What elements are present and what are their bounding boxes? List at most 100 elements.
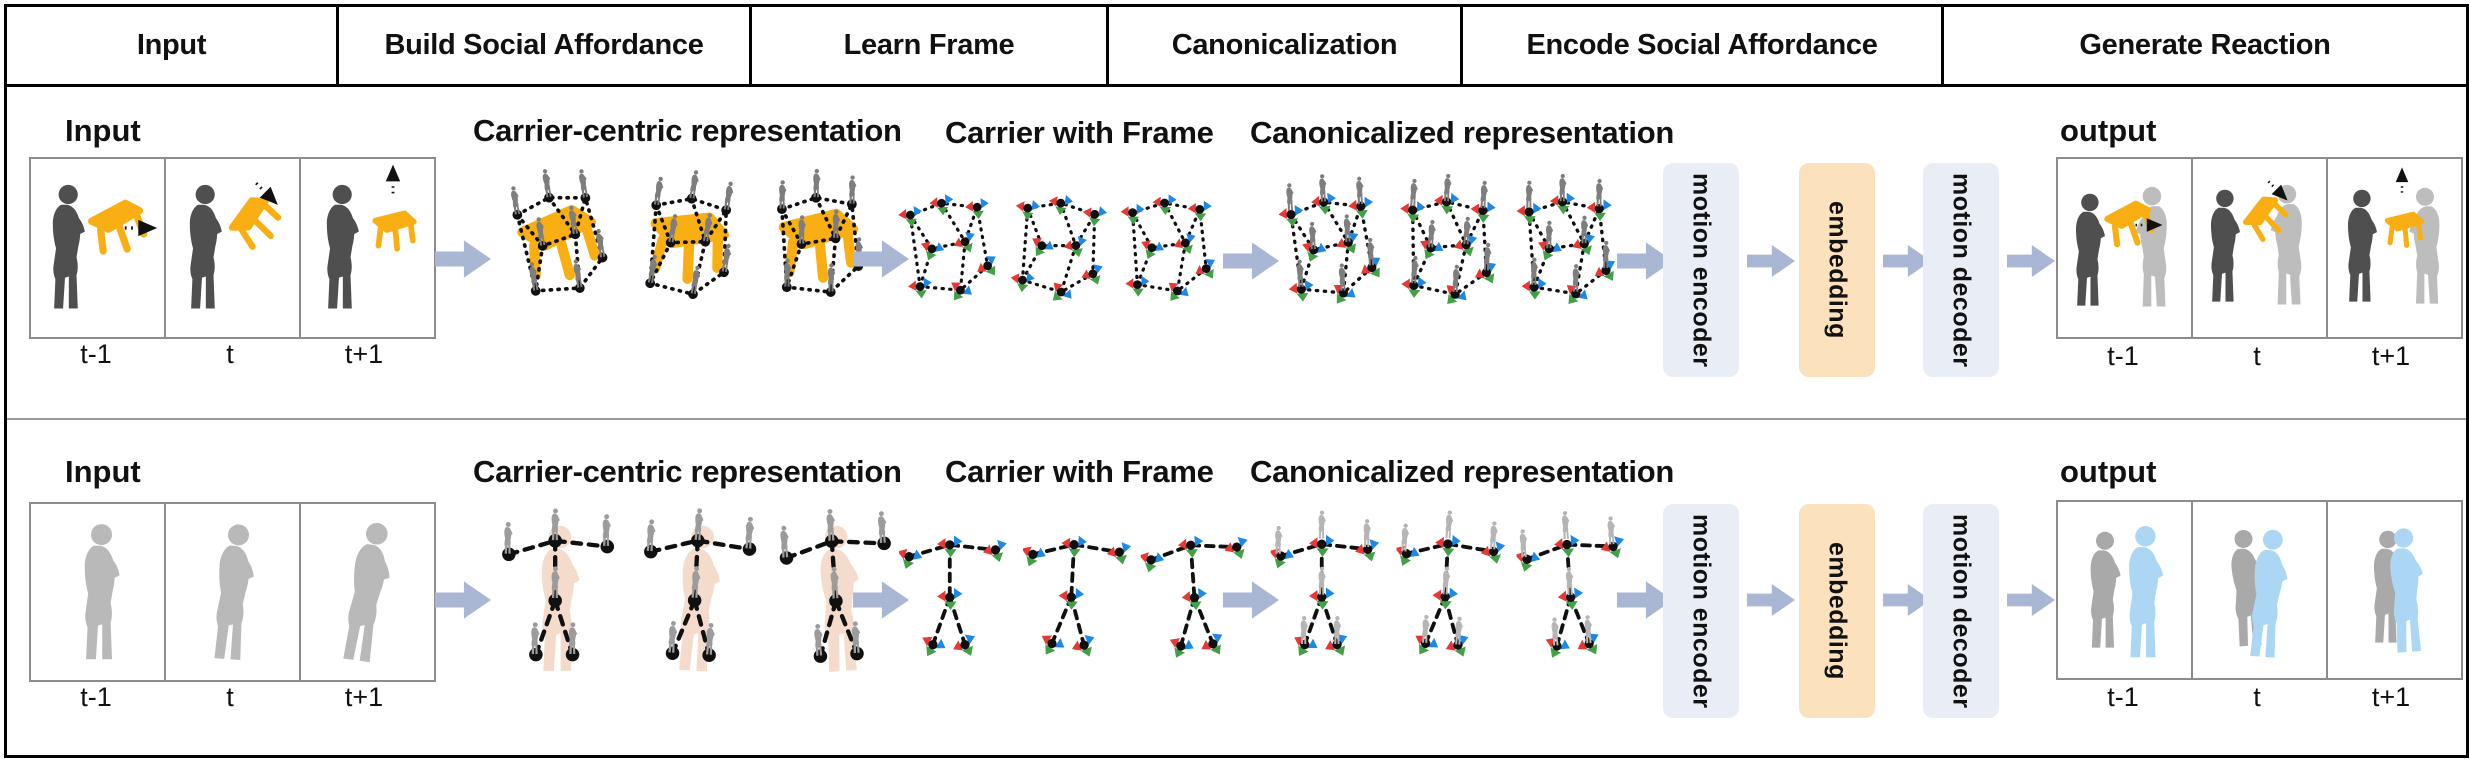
canonicalized-art (1273, 173, 1621, 311)
output-frames (2056, 157, 2463, 339)
row-divider (7, 418, 2466, 420)
canonical-net-icon (1387, 170, 1506, 314)
carrier-centric-title: Carrier-centric representation (473, 113, 902, 148)
carrier-frame-art (899, 516, 1253, 660)
motion-decoder-label: motion decoder (1947, 513, 1976, 709)
frame-net-icon (891, 184, 1003, 311)
output-frame-labels: t-1 t t+1 (2056, 682, 2459, 713)
skeleton-frame-icon (899, 516, 1009, 660)
frame-net-icon (1115, 187, 1219, 307)
carrier-net-icon (611, 155, 753, 321)
motion-decoder-label: motion decoder (1947, 172, 1976, 368)
output-frame-t-1 (2056, 157, 2193, 339)
stage-header-row: Input Build Social Affordance Learn Fram… (7, 7, 2466, 87)
skeleton-canonical-icon (1269, 510, 1383, 660)
canonicalized-title: Canonicalized representation (1250, 115, 1674, 150)
carrier-with-frame-title: Carrier with Frame (945, 115, 1214, 150)
reaction-pair-icon (2090, 526, 2164, 658)
output-frame-t (2191, 500, 2328, 680)
input-frame-labels: t-1 t t+1 (29, 339, 432, 370)
input-frame-t-1 (29, 157, 166, 339)
person-icon (341, 520, 397, 664)
input-label: Input (65, 454, 141, 489)
frame-label: t (2253, 341, 2261, 371)
reaction-scene-icon (2075, 186, 2167, 307)
person-icon (213, 523, 258, 661)
stage-header-encode-social-affordance: Encode Social Affordance (1463, 7, 1944, 84)
person-with-carrier-icon (189, 176, 299, 309)
reaction-scene-icon (2210, 175, 2302, 305)
frame-label: t (226, 339, 234, 369)
skeleton-pink-icon (497, 508, 623, 672)
embedding-label: embedding (1823, 201, 1852, 339)
output-frames (2056, 500, 2463, 680)
flow-arrow-icon (1747, 578, 1795, 622)
motion-encoder-label: motion encoder (1687, 172, 1716, 368)
stage-header-build-social-affordance: Build Social Affordance (339, 7, 752, 84)
output-frame-labels: t-1 t t+1 (2056, 341, 2459, 372)
embedding-box: embedding (1799, 504, 1875, 718)
carrier-centric-title: Carrier-centric representation (473, 454, 902, 489)
output-frame-t+1 (2326, 500, 2463, 680)
frame-label: t-1 (2107, 341, 2139, 371)
input-frame-t (164, 502, 301, 682)
flow-arrow-icon (435, 237, 491, 281)
motion-encoder-box: motion encoder (1663, 504, 1739, 718)
frame-label: t+1 (2371, 341, 2411, 371)
canonicalized-art (1269, 510, 1631, 660)
stage-header-generate-reaction: Generate Reaction (2079, 29, 2331, 61)
input-frames (29, 157, 436, 339)
frame-label: t+1 (344, 339, 384, 369)
stage-header-learn-frame: Learn Frame (752, 7, 1109, 84)
embedding-label: embedding (1823, 542, 1852, 680)
skeleton-pink-icon (633, 505, 767, 675)
output-label: output (2060, 113, 2157, 148)
canonical-net-icon (1509, 173, 1621, 311)
pipeline-content: Input (7, 87, 2466, 752)
carrier-centric-art (497, 508, 903, 672)
frame-net-icon (997, 180, 1117, 313)
frame-label: t-1 (80, 682, 112, 712)
frame-label: t-1 (2107, 682, 2139, 712)
output-frame-t-1 (2056, 500, 2193, 680)
pipeline-row-human: Input t-1 (7, 420, 2466, 752)
carrier-centric-art (491, 163, 873, 313)
input-frame-t+1 (299, 502, 436, 682)
motion-encoder-label: motion encoder (1687, 513, 1716, 709)
person-with-carrier-icon (52, 184, 159, 309)
flow-arrow-icon (435, 578, 491, 622)
input-frame-t-1 (29, 502, 166, 682)
motion-encoder-box: motion encoder (1663, 163, 1739, 377)
person-icon (84, 524, 120, 660)
person-with-carrier-icon (326, 163, 434, 309)
output-label: output (2060, 454, 2157, 489)
flow-arrow-icon (2007, 239, 2055, 283)
frame-label: t+1 (2371, 682, 2411, 712)
frame-label: t (226, 682, 234, 712)
reaction-pair-icon (2228, 528, 2291, 659)
output-frame-t (2191, 157, 2328, 339)
canonical-net-icon (1268, 169, 1389, 314)
frame-label: t-1 (80, 339, 112, 369)
carrier-frame-art (895, 187, 1219, 307)
input-frames (29, 502, 436, 682)
carrier-with-frame-title: Carrier with Frame (945, 454, 1214, 489)
pipeline-figure: Input Build Social Affordance Learn Fram… (4, 4, 2469, 758)
motion-decoder-box: motion decoder (1923, 504, 1999, 718)
frame-label: t+1 (344, 682, 384, 712)
motion-decoder-box: motion decoder (1923, 163, 1999, 377)
input-frame-labels: t-1 t t+1 (29, 682, 432, 713)
flow-arrow-icon (1747, 239, 1795, 283)
skeleton-canonical-icon (1389, 507, 1511, 663)
reaction-pair-icon (2373, 527, 2429, 653)
stage-header-canonicalization: Canonicalization (1109, 7, 1463, 84)
skeleton-frame-icon (1017, 513, 1134, 663)
frame-label: t (2253, 682, 2261, 712)
pipeline-row-carrier: Input (7, 87, 2466, 419)
carrier-net-icon (479, 154, 625, 323)
flow-arrow-icon (1223, 239, 1279, 283)
canonicalized-title: Canonicalized representation (1250, 454, 1674, 489)
stage-header-input: Input (7, 7, 339, 84)
input-frame-t (164, 157, 301, 339)
input-frame-t+1 (299, 157, 436, 339)
